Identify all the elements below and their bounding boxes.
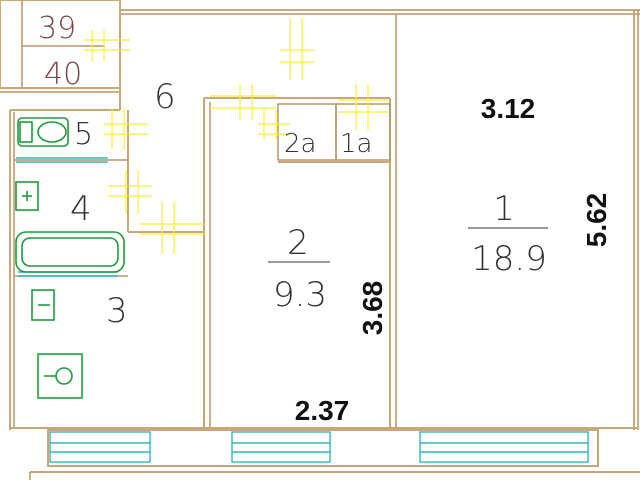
room-6-number: 6 (154, 77, 176, 117)
room-1a-number: 1a (340, 129, 372, 159)
room-2-number: 2 (287, 223, 309, 263)
windows (49, 431, 589, 463)
room-3-number: 3 (106, 291, 128, 331)
bathtub-icon (15, 231, 125, 273)
room-1-width-dimension: 3.12 (481, 93, 536, 124)
room-2-length-dimension: 3.68 (357, 281, 388, 336)
room-1-length-dimension: 5.62 (581, 193, 612, 248)
room-5-number: 5 (74, 117, 93, 152)
room-1-area: 18.9 (471, 239, 547, 279)
room-4-number: 4 (70, 189, 92, 229)
toilet-icon (17, 117, 69, 147)
kitchen-sink-icon (31, 289, 55, 321)
sink-icon (15, 181, 39, 211)
partition-lines (16, 157, 118, 277)
room-1-number: 1 (493, 189, 515, 229)
door-markers (84, 18, 388, 254)
stove-icon (37, 353, 83, 399)
neighbor-label-bottom: 40 (44, 57, 82, 92)
room-2-width-dimension: 2.37 (295, 395, 350, 426)
room-2a-number: 2a (284, 129, 316, 159)
room-2-area: 9.3 (273, 275, 327, 315)
interior-walls (14, 14, 397, 428)
outer-walls (9, 9, 640, 480)
neighbor-label-top: 39 (38, 11, 76, 46)
